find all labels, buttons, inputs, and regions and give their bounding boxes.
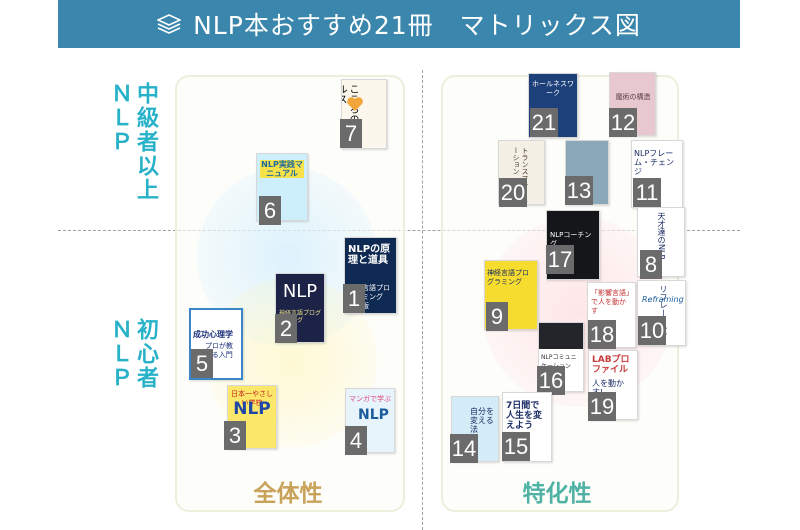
book-title: NLP <box>233 399 271 419</box>
book-number: 17 <box>546 245 574 274</box>
book-title: NLPコーチング <box>550 231 592 248</box>
book-number: 6 <box>259 196 281 225</box>
advanced-level-label: 中級者以上 ＮＬＰ <box>107 82 158 226</box>
book-title: 7日間で人生を変えよう <box>506 401 543 431</box>
book-number: 21 <box>530 108 558 137</box>
book-title: 神経言語プログラミング <box>487 269 529 286</box>
book-number: 8 <box>640 250 662 279</box>
book-title: NLPの原理と道具 <box>348 244 391 266</box>
book-title: リフレーミング <box>659 285 668 341</box>
book-title: LABプロファイル <box>592 355 630 375</box>
general-label: 全体性 <box>253 481 323 507</box>
book-number: 10 <box>638 316 666 345</box>
vertical-divider <box>422 70 423 530</box>
book-subtitle: 日本一やさしい学校 <box>231 390 273 407</box>
book-title: NLPフレーム・チェンジ <box>634 149 674 176</box>
book-number: 11 <box>633 178 661 207</box>
book-title: 成功心理学 <box>193 330 233 339</box>
heart-icon <box>347 97 363 111</box>
book-title: NLP実践マニュアル <box>260 160 304 178</box>
book-stack-icon <box>157 14 182 34</box>
book-number: 19 <box>588 392 616 421</box>
book-number: 3 <box>224 421 246 450</box>
book-subtitle: プロが教える入門 <box>205 342 233 359</box>
book-cover[interactable]: 7日間で人生を変えよう <box>502 392 552 462</box>
book-number: 15 <box>502 432 530 461</box>
book-number: 5 <box>191 349 213 378</box>
book-title: 「影響言語」で人を動かす <box>591 289 630 315</box>
book-number: 4 <box>345 426 367 455</box>
beginner-level-label: 初心者 ＮＬＰ <box>107 318 158 414</box>
book-title: NLP <box>282 281 318 302</box>
book-title: トランスフォーメーション <box>512 147 529 203</box>
book-number: 20 <box>499 178 527 207</box>
book-number: 1 <box>343 284 365 313</box>
book-number: 7 <box>340 119 362 148</box>
book-number: 9 <box>486 302 508 331</box>
book-title: 自分を変える法 <box>470 407 494 434</box>
book-subtitle: マンガで学ぶ <box>349 395 391 403</box>
book-number: 18 <box>588 320 616 349</box>
book-number: 12 <box>609 108 637 137</box>
title-banner: NLP本おすすめ21冊 マトリックス図 <box>58 0 740 48</box>
page-title: NLP本おすすめ21冊 マトリックス図 <box>193 11 641 40</box>
book-title: 魔術の構造 <box>615 93 651 101</box>
book-number: 16 <box>537 366 565 395</box>
book-title: こころのウイルス <box>342 84 358 144</box>
book-title: ホールネスワーク <box>532 80 574 97</box>
book-title: NLP <box>358 407 389 423</box>
book-title: 天才達のNLP <box>657 212 666 260</box>
specialized-label: 特化性 <box>522 481 592 507</box>
book-number: 13 <box>565 176 593 205</box>
book-cover[interactable]: 日本一やさしい学校 NLP <box>227 385 277 449</box>
book-number: 14 <box>450 434 478 463</box>
book-subtitle: Reframing <box>642 295 684 304</box>
cover-band <box>539 323 583 349</box>
book-number: 2 <box>275 314 297 343</box>
